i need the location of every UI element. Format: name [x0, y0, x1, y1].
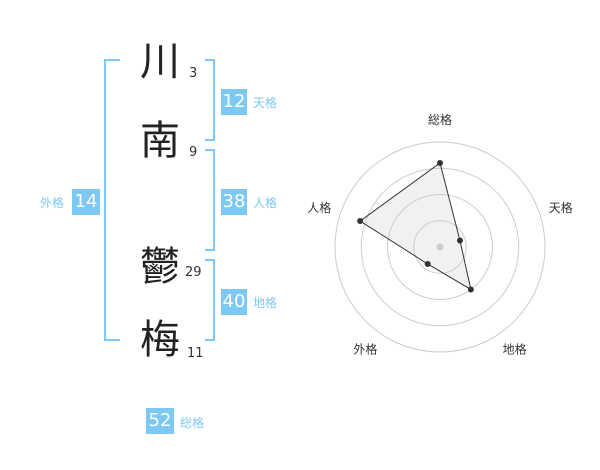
- stroke-count-1: 3: [189, 66, 198, 81]
- gaikaku-label: 外格: [40, 196, 65, 210]
- tenkaku-bracket-top: [205, 59, 215, 61]
- chikaku-bracket-top: [205, 259, 215, 261]
- radar-axis-label-4: 外格: [353, 342, 377, 357]
- tenkaku-bracket-bottom: [205, 139, 215, 141]
- chikaku-bracket: [213, 259, 215, 341]
- chikaku-value: 40: [221, 289, 247, 315]
- jinkaku-bracket-top: [205, 149, 215, 151]
- gaikaku-bracket-bottom: [104, 339, 120, 341]
- radar-ring: [413, 220, 467, 274]
- radar-ring: [387, 194, 493, 300]
- radar-axis-label-3: 地格: [503, 342, 527, 357]
- tenkaku-bracket: [213, 59, 215, 141]
- radar-point-5: [357, 218, 364, 225]
- stroke-count-2: 9: [189, 145, 198, 160]
- radar-point-2: [456, 237, 463, 244]
- stroke-count-4: 11: [187, 346, 204, 361]
- gaikaku-bracket: [104, 59, 106, 341]
- radar-ring: [334, 141, 546, 353]
- name-char-2: 南: [140, 118, 180, 164]
- radar-axis-label-1: 総格: [428, 112, 452, 127]
- radar-point-1: [437, 160, 443, 166]
- chikaku-label: 地格: [253, 296, 278, 310]
- name-char-3: 鬱: [140, 244, 180, 290]
- radar-point-3: [467, 286, 474, 293]
- soukaku-value: 52: [146, 408, 174, 434]
- stroke-count-3: 29: [185, 265, 202, 280]
- radar-point-4: [424, 260, 431, 267]
- jinkaku-bracket-bottom: [205, 249, 215, 251]
- soukaku-label: 総格: [180, 416, 205, 430]
- radar-axis-label-2: 天格: [549, 200, 573, 215]
- radar-grid: [334, 141, 546, 353]
- jinkaku-value: 38: [221, 189, 247, 215]
- jinkaku-label: 人格: [253, 196, 278, 210]
- jinkaku-bracket: [213, 149, 215, 251]
- radar-axis-label-5: 人格: [307, 200, 331, 215]
- name-char-4: 梅: [140, 317, 180, 363]
- radar-polygon: [359, 162, 472, 291]
- tenkaku-label: 天格: [253, 96, 278, 110]
- radar-center-dot: [436, 243, 444, 251]
- chikaku-bracket-bottom: [205, 339, 215, 341]
- tenkaku-value: 12: [221, 89, 247, 115]
- gaikaku-bracket-top: [104, 59, 120, 61]
- gaikaku-value: 14: [72, 189, 100, 215]
- radar-ring: [360, 167, 520, 327]
- name-char-1: 川: [140, 39, 180, 85]
